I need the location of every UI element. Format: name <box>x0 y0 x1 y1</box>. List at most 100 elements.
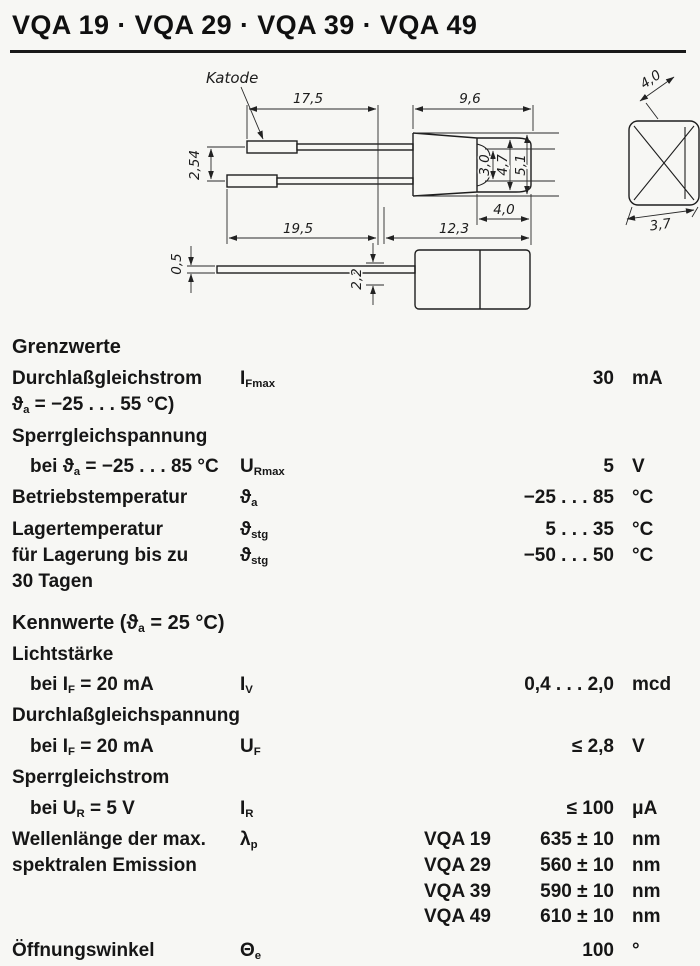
cond-text: bei I <box>30 674 69 696</box>
cond-sub: R <box>76 807 85 820</box>
dim-2-2: 2,2 <box>349 268 365 289</box>
param-name: Sperrgleichstrom <box>12 767 170 789</box>
table-row: Wellenlänge der max. λp VQA 19 635 ± 10 … <box>12 829 686 852</box>
param-condition: bei ϑa = −25 . . . 85 °C <box>12 456 240 479</box>
unit: V <box>632 735 645 757</box>
param-name: 30 Tagen <box>12 571 93 593</box>
symbol-sub: stg <box>251 554 269 567</box>
unit: nm <box>632 905 661 927</box>
table-row: VQA 49 610 ± 10 nm <box>12 906 686 928</box>
param-name: Öffnungswinkel <box>12 940 155 962</box>
cond-text: bei U <box>30 797 77 819</box>
cond-text: bei ϑ <box>30 456 74 478</box>
package-drawing: Katode 17,5 9,6 2,54 3,0 4,7 5,1 4,0 19,… <box>10 57 700 324</box>
symbol-sub: stg <box>251 528 269 541</box>
param-name: spektralen Emission <box>12 855 197 877</box>
cond-sub: a <box>73 465 81 478</box>
symbol: IFmax <box>240 368 348 391</box>
package-drawing-svg: Katode 17,5 9,6 2,54 3,0 4,7 5,1 4,0 19,… <box>168 66 700 310</box>
table-row: Sperrgleichspannung <box>12 426 686 448</box>
type-label: VQA 49 <box>424 905 491 927</box>
symbol-sub: Rmax <box>253 465 285 478</box>
symbol: ϑa <box>240 487 348 510</box>
dim-4-7: 4,7 <box>495 154 511 176</box>
heading-text2: = 25 °C) <box>144 611 225 634</box>
unit: mA <box>632 368 663 389</box>
symbol-base: λ <box>240 828 251 850</box>
header: VQA 19 · VQA 29 · VQA 39 · VQA 49 <box>10 10 686 53</box>
table-row: bei UR = 5 V IR ≤ 100 μA <box>12 798 686 821</box>
led-lens-arcs <box>476 143 491 187</box>
side-view <box>226 132 532 197</box>
cathode-lead <box>296 143 414 151</box>
symbol: λp <box>240 829 348 852</box>
cond-text: bei I <box>30 735 69 757</box>
cond-sub: F <box>68 745 75 758</box>
anode-lead <box>276 177 414 185</box>
symbol-sub: a <box>251 497 258 510</box>
table-row: spektralen Emission VQA 29 560 ± 10 nm <box>12 855 686 877</box>
symbol-base: U <box>240 735 254 757</box>
cond-text: ϑ <box>12 394 24 416</box>
reflector-diagonals <box>633 125 695 201</box>
type-label: VQA 29 <box>424 855 491 877</box>
cond-text2: = −25 . . . 85 °C <box>80 456 219 478</box>
value: 5 . . . 35 <box>545 518 614 540</box>
characteristics-heading: Kennwerte (ϑa = 25 °C) <box>12 612 686 635</box>
symbol-sub: p <box>250 838 258 851</box>
dim-0-5: 0,5 <box>169 253 185 274</box>
unit: nm <box>632 828 661 850</box>
cond-text2: = 5 V <box>84 797 135 819</box>
param-name: Lichtstärke <box>12 643 114 665</box>
dim-17-5: 17,5 <box>293 91 323 107</box>
cond-sub: F <box>68 683 75 696</box>
unit: nm <box>632 855 661 877</box>
dim-12-3: 12,3 <box>439 221 469 237</box>
limits-section: Grenzwerte Durchlaßgleichstrom ϑa = −25 … <box>10 336 686 594</box>
symbol-sub: F <box>253 745 261 758</box>
symbol: IR <box>240 798 348 821</box>
symbol: ϑstg <box>240 519 348 542</box>
symbol-base: ϑ <box>240 487 252 509</box>
symbol: Θe <box>240 940 348 963</box>
front-view <box>628 120 700 206</box>
symbol-base: ϑ <box>240 545 252 566</box>
dim-9-6: 9,6 <box>459 91 480 107</box>
unit: ° <box>632 940 640 962</box>
table-row: für Lagerung bis zu ϑstg −50 . . . 50 °C <box>12 545 686 568</box>
symbol-base: ϑ <box>240 518 252 540</box>
table-row: Durchlaßgleichspannung <box>12 705 686 727</box>
symbol-base: U <box>240 456 254 478</box>
characteristics-section: Kennwerte (ϑa = 25 °C) Lichtstärke bei I… <box>10 612 686 964</box>
table-row: Durchlaßgleichstrom ϑa = −25 . . . 55 °C… <box>12 368 686 418</box>
led-body <box>412 132 532 197</box>
unit: μA <box>632 797 658 819</box>
value: 30 <box>592 368 614 389</box>
param-condition: bei IF = 20 mA <box>12 736 240 759</box>
dimension-lines <box>187 76 699 305</box>
table-row: VQA 39 590 ± 10 nm <box>12 881 686 903</box>
value: −25 . . . 85 <box>523 487 614 509</box>
param-name: Durchlaßgleichstrom ϑa = −25 . . . 55 °C… <box>12 368 240 418</box>
unit: °C <box>632 545 654 566</box>
param-condition: ϑa = −25 . . . 55 °C) <box>12 394 234 417</box>
param-name: Durchlaßgleichspannung <box>12 705 241 727</box>
heading-text: Kennwerte (ϑ <box>12 611 139 634</box>
value: 590 ± 10 <box>540 880 614 902</box>
symbol-base: I <box>240 368 246 389</box>
cond-sub: a <box>23 404 30 417</box>
table-row: Lagertemperatur ϑstg 5 . . . 35 °C <box>12 519 686 542</box>
table-row: bei IF = 20 mA UF ≤ 2,8 V <box>12 736 686 759</box>
dim-19-5: 19,5 <box>283 221 313 237</box>
unit: mcd <box>632 674 672 696</box>
table-row: bei ϑa = −25 . . . 85 °C URmax 5 V <box>12 456 686 479</box>
heading-sub: a <box>138 620 145 635</box>
symbol-sub: e <box>254 950 262 963</box>
param-name: Wellenlänge der max. <box>12 828 206 850</box>
value: 610 ± 10 <box>540 905 614 927</box>
symbol-base: I <box>240 797 246 819</box>
param-name: Lagertemperatur <box>12 518 163 540</box>
unit: °C <box>632 518 654 540</box>
limits-heading: Grenzwerte <box>12 336 121 358</box>
